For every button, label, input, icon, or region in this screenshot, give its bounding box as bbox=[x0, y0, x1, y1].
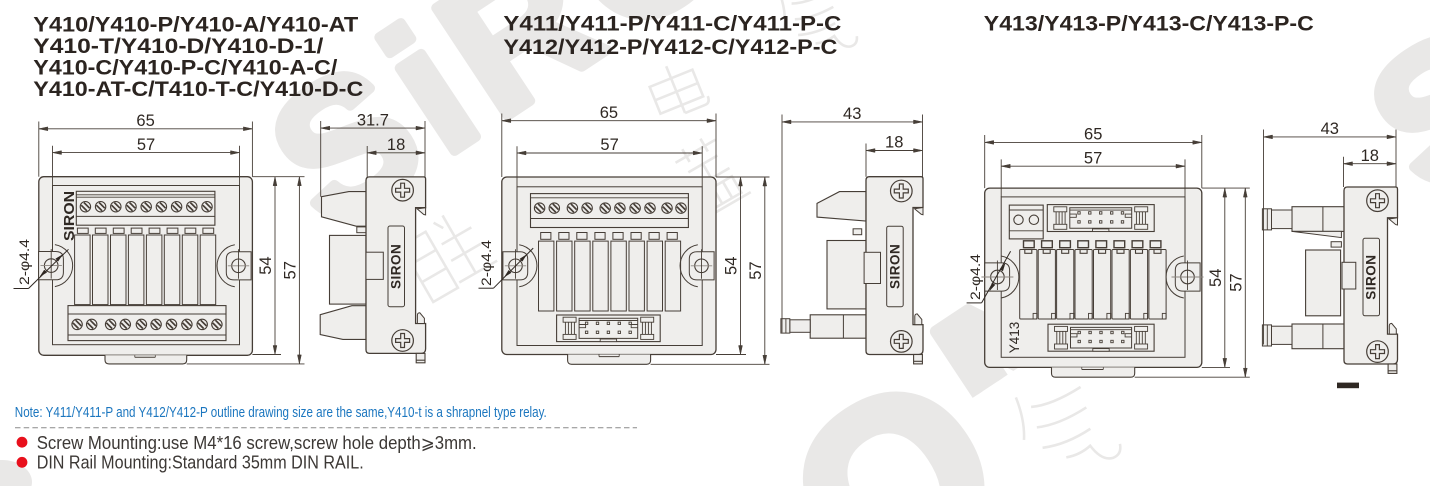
svg-text:18: 18 bbox=[885, 134, 903, 152]
svg-text:Y413/Y413-P/Y413-C/Y413-P-C: Y413/Y413-P/Y413-C/Y413-P-C bbox=[984, 12, 1314, 35]
svg-text:Y412/Y412-P/Y412-C/Y412-P-C: Y412/Y412-P/Y412-C/Y412-P-C bbox=[503, 36, 837, 59]
svg-text:2-φ4.4: 2-φ4.4 bbox=[968, 253, 983, 300]
svg-text:SIRON: SIRON bbox=[389, 244, 404, 289]
svg-text:57: 57 bbox=[1084, 149, 1102, 167]
svg-text:31.7: 31.7 bbox=[357, 111, 389, 129]
svg-text:Y411/Y411-P/Y411-C/Y411-P-C: Y411/Y411-P/Y411-C/Y411-P-C bbox=[503, 12, 841, 35]
svg-text:Y410-AT-C/T410-T-C/Y410-D-C: Y410-AT-C/T410-T-C/Y410-D-C bbox=[33, 78, 363, 101]
svg-text:SIRON: SIRON bbox=[62, 191, 78, 241]
svg-text:57: 57 bbox=[1227, 273, 1245, 291]
svg-text:65: 65 bbox=[136, 112, 154, 130]
svg-text:18: 18 bbox=[1361, 147, 1379, 165]
svg-text:43: 43 bbox=[843, 105, 861, 123]
svg-text:65: 65 bbox=[1084, 126, 1102, 144]
svg-text:Note: Y411/Y411-P and Y412/Y41: Note: Y411/Y411-P and Y412/Y412-P outlin… bbox=[15, 405, 547, 421]
svg-text:Y410-C/Y410-P-C/Y410-A-C/: Y410-C/Y410-P-C/Y410-A-C/ bbox=[33, 56, 337, 79]
svg-text:54: 54 bbox=[723, 257, 741, 275]
svg-text:57: 57 bbox=[747, 261, 765, 279]
svg-text:54: 54 bbox=[1207, 269, 1225, 287]
svg-text:Screw Mounting:use M4*16 screw: Screw Mounting:use M4*16 screw,screw hol… bbox=[37, 433, 477, 453]
svg-text:65: 65 bbox=[600, 104, 618, 122]
svg-text:43: 43 bbox=[1321, 120, 1339, 138]
svg-text:Y410/Y410-P/Y410-A/Y410-AT: Y410/Y410-P/Y410-A/Y410-AT bbox=[33, 13, 358, 36]
svg-text:Y413: Y413 bbox=[1007, 322, 1022, 354]
svg-text:SIRON: SIRON bbox=[887, 244, 902, 289]
svg-text:57: 57 bbox=[281, 261, 299, 279]
svg-text:Y410-T/Y410-D/Y410-D-1/: Y410-T/Y410-D/Y410-D-1/ bbox=[33, 35, 323, 58]
svg-text:SIRON: SIRON bbox=[1364, 254, 1379, 299]
svg-text:2-φ4.4: 2-φ4.4 bbox=[17, 238, 32, 285]
svg-text:57: 57 bbox=[600, 136, 618, 154]
svg-text:2-φ4.4: 2-φ4.4 bbox=[479, 239, 494, 286]
svg-text:57: 57 bbox=[137, 136, 155, 154]
svg-text:DIN Rail Mounting:Standard 35m: DIN Rail Mounting:Standard 35mm DIN RAIL… bbox=[37, 453, 364, 473]
svg-text:54: 54 bbox=[257, 256, 275, 274]
svg-text:18: 18 bbox=[387, 136, 405, 154]
